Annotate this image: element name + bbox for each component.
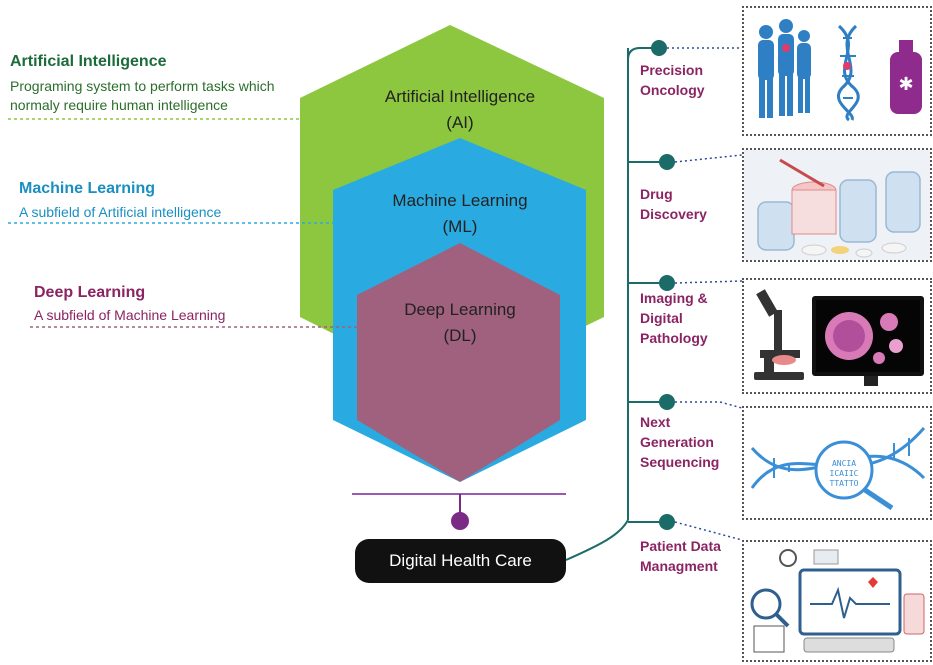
imaging-pathology-panel	[742, 278, 932, 394]
svg-text:ANCIA: ANCIA	[832, 459, 856, 468]
ml-label-desc: A subfield of Artificial intelligence	[19, 204, 222, 220]
ai-label-desc-1: Programing system to perform tasks which	[10, 78, 275, 94]
svg-text:TTATTO: TTATTO	[830, 479, 859, 488]
patient-data-panel	[742, 540, 932, 662]
drug-discovery-panel	[742, 148, 932, 262]
dna-magnifier-icon: ANCIA ICAIIC TTATTO	[750, 427, 926, 511]
test-tubes-pills-icon	[744, 150, 930, 260]
ml-label-title: Machine Learning	[19, 180, 156, 197]
hub-dot	[451, 512, 469, 530]
dl-hexagon-label: Deep Learning (DL)	[345, 297, 575, 349]
app-label-line: Generation	[640, 434, 714, 450]
app-label-line: Next	[640, 414, 671, 430]
app-label-line: Drug	[640, 186, 673, 202]
svg-text:✱: ✱	[898, 74, 913, 95]
app-label-line: Oncology	[640, 82, 705, 98]
app-label-patient-data: Patient Data Managment	[640, 536, 721, 576]
app-label-drug-discovery: Drug Discovery	[640, 184, 707, 224]
app-label-ngs: Next Generation Sequencing	[640, 412, 719, 472]
app-label-line: Pathology	[640, 330, 708, 346]
app-label-precision-oncology: Precision Oncology	[640, 60, 705, 100]
medical-devices-monitor-icon	[750, 549, 925, 653]
ai-hexagon-abbr: (AI)	[446, 113, 474, 132]
svg-text:ICAIIC: ICAIIC	[830, 469, 859, 478]
dl-label-title: Deep Learning	[34, 284, 146, 301]
app-label-line: Precision	[640, 62, 704, 78]
app-label-line: Discovery	[640, 206, 707, 222]
app-label-line: Managment	[640, 558, 718, 574]
people-dna-bottle-icon: ✱	[758, 19, 922, 122]
ai-hexagon-label: Artificial Intelligence (AI)	[345, 84, 575, 136]
ml-hexagon-abbr: (ML)	[442, 217, 478, 236]
ai-label-desc-2: normaly require human intelligence	[10, 97, 228, 113]
dl-label-desc: A subfield of Machine Learning	[34, 307, 226, 323]
ml-hexagon-label: Machine Learning (ML)	[345, 188, 575, 240]
precision-oncology-panel: ✱	[742, 6, 932, 136]
app-label-line: Imaging &	[640, 290, 708, 306]
dl-hexagon	[357, 243, 560, 482]
trunk-curve	[565, 519, 629, 561]
dl-hexagon-abbr: (DL)	[443, 326, 477, 345]
branch-dotted-links	[667, 47, 743, 541]
app-label-line: Sequencing	[640, 454, 720, 470]
microscope-monitor-icon	[754, 289, 924, 386]
app-label-line: Patient Data	[640, 538, 721, 554]
branch-nodes	[651, 40, 675, 530]
app-label-line: Digital	[640, 310, 683, 326]
ml-hexagon-name: Machine Learning	[392, 191, 528, 210]
dl-hexagon-name: Deep Learning	[404, 300, 516, 319]
branch-connectors	[627, 47, 665, 523]
app-label-imaging-pathology: Imaging & Digital Pathology	[640, 288, 708, 348]
ai-hexagon-name: Artificial Intelligence	[384, 87, 536, 106]
ngs-panel: ANCIA ICAIIC TTATTO	[742, 406, 932, 520]
digital-health-care-pill: Digital Health Care	[355, 539, 566, 583]
ai-label-title: Artificial Intelligence	[10, 53, 167, 70]
